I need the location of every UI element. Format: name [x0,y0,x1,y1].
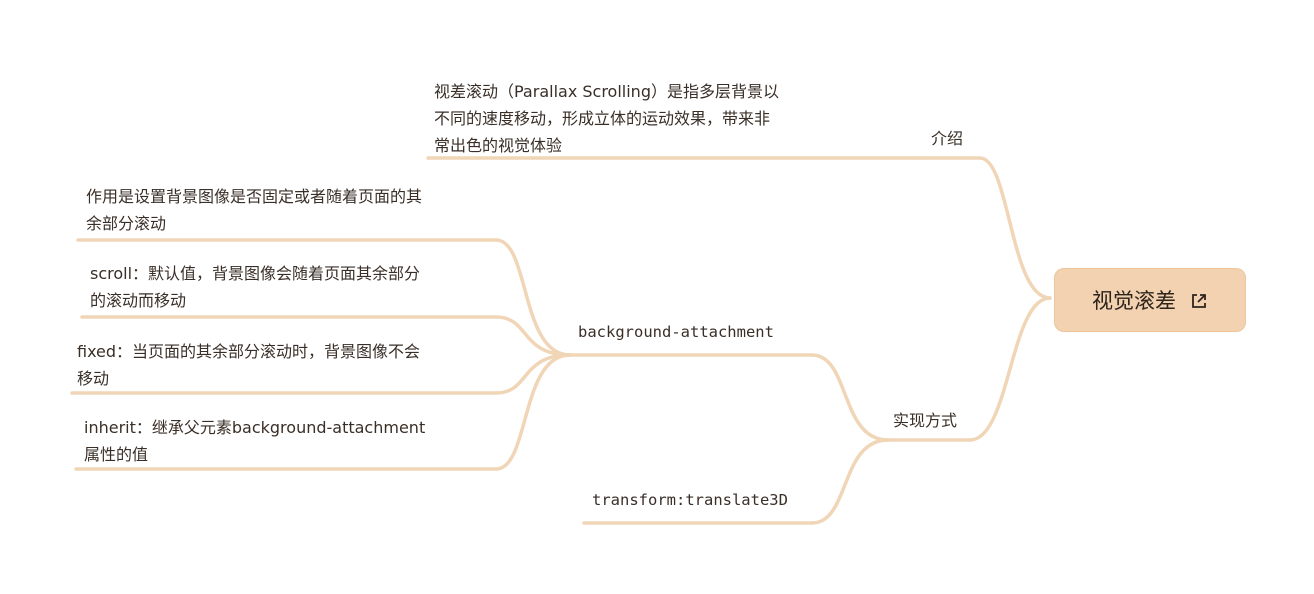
connector-bg-child-1 [494,238,572,357]
branch-impl[interactable]: 实现方式 [893,411,958,430]
external-link-icon[interactable] [1190,291,1208,309]
bg-child-2[interactable]: scroll：默认值，背景图像会随着页面其余部分 的滚动而移动 [90,264,421,310]
node-transform[interactable]: transform:translate3D [592,491,788,509]
branch-intro[interactable]: 介绍 [931,129,964,148]
connector-bg-child-4 [494,353,572,471]
connector-bg-child-3 [494,353,572,395]
bg-child-1[interactable]: 作用是设置背景图像是否固定或者随着页面的其 余部分滚动 [86,187,423,233]
connector-impl-transform [810,438,890,525]
connector-impl-bg [810,353,890,442]
node-background-attachment[interactable]: background-attachment [578,323,774,341]
bg-child-4[interactable]: inherit：继承父元素background-attachment 属性的值 [84,418,426,464]
root-label: 视觉滚差 [1092,289,1176,313]
connector-root-intro [978,156,1052,300]
connector-bg-child-2 [494,315,572,357]
root-node[interactable]: 视觉滚差 [1054,268,1246,332]
bg-child-3[interactable]: fixed：当页面的其余部分滚动时，背景图像不会 移动 [77,342,421,388]
intro-detail[interactable]: 视差滚动（Parallax Scrolling）是指多层背景以 不同的速度移动，… [434,82,779,155]
connector-root-impl [968,296,1052,442]
